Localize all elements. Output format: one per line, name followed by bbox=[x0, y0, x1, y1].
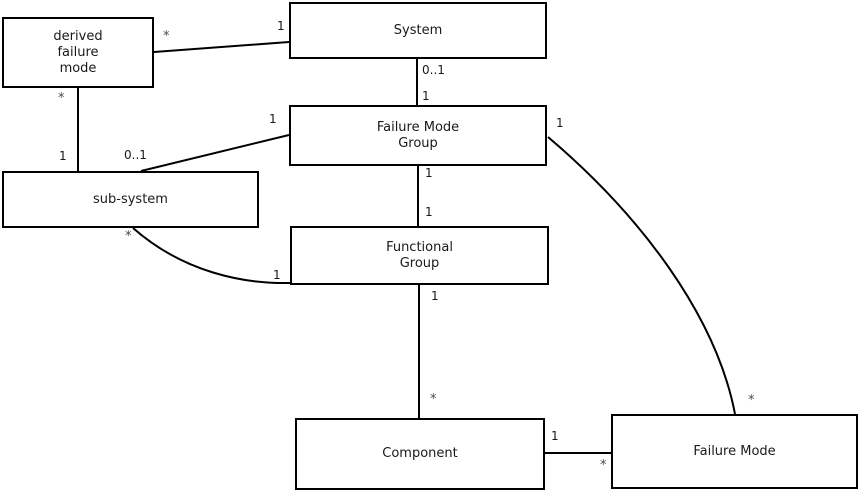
multiplicity-sub-system-failure-mode-group: 0..1 bbox=[124, 148, 147, 162]
multiplicity-functional-group-failure-mode-group: 1 bbox=[425, 205, 433, 219]
class-box-failure-mode[interactable]: Failure Mode bbox=[611, 414, 858, 489]
multiplicity-failure-mode-component: * bbox=[600, 458, 607, 473]
class-label-component: Component bbox=[382, 446, 458, 461]
multiplicity-sub-system-derived-failure-mode: 1 bbox=[59, 149, 67, 163]
class-box-sub-system[interactable]: sub-system bbox=[2, 171, 259, 228]
multiplicity-failure-mode-group-sub-system: 1 bbox=[269, 112, 277, 126]
multiplicity-system-failure-mode-group: 0..1 bbox=[422, 63, 445, 77]
multiplicity-failure-mode-group-functional-group: 1 bbox=[425, 166, 433, 180]
class-label-derived-failure-mode: derived failure mode bbox=[53, 28, 103, 76]
multiplicity-derived-failure-mode-system: * bbox=[163, 29, 170, 44]
class-label-failure-mode-group: Failure Mode Group bbox=[376, 119, 460, 151]
edge-sub-system-to-failure-mode-group bbox=[140, 134, 290, 172]
multiplicity-functional-group-sub-system: 1 bbox=[273, 268, 281, 282]
class-box-component[interactable]: Component bbox=[295, 418, 545, 490]
multiplicity-failure-mode-group-system: 1 bbox=[422, 89, 430, 103]
class-label-sub-system: sub-system bbox=[93, 191, 168, 207]
multiplicity-sub-system-functional-group: * bbox=[125, 229, 132, 244]
class-label-functional-group: Functional Group bbox=[386, 239, 453, 271]
multiplicity-failure-mode-failure-mode-group: * bbox=[748, 393, 755, 408]
class-box-system[interactable]: System bbox=[289, 2, 547, 59]
class-box-failure-mode-group[interactable]: Failure Mode Group bbox=[289, 105, 547, 166]
multiplicity-failure-mode-group-failure-mode: 1 bbox=[556, 116, 564, 130]
class-label-failure-mode: Failure Mode bbox=[693, 443, 776, 459]
multiplicity-component-functional-group: * bbox=[430, 392, 437, 407]
multiplicity-functional-group-component: 1 bbox=[431, 289, 439, 303]
multiplicity-derived-failure-mode-sub-system: * bbox=[58, 91, 65, 106]
class-label-system: System bbox=[393, 22, 443, 38]
multiplicity-component-failure-mode: 1 bbox=[551, 429, 559, 443]
edge-derived-failure-mode-to-system bbox=[153, 41, 290, 53]
edge-sub-system-to-functional-group bbox=[132, 227, 291, 285]
class-box-derived-failure-mode[interactable]: derived failure mode bbox=[2, 17, 154, 88]
class-box-functional-group[interactable]: Functional Group bbox=[290, 226, 549, 285]
multiplicity-system-derived-failure-mode: 1 bbox=[277, 19, 285, 33]
edge-failure-mode-group-to-failure-mode bbox=[547, 136, 736, 415]
